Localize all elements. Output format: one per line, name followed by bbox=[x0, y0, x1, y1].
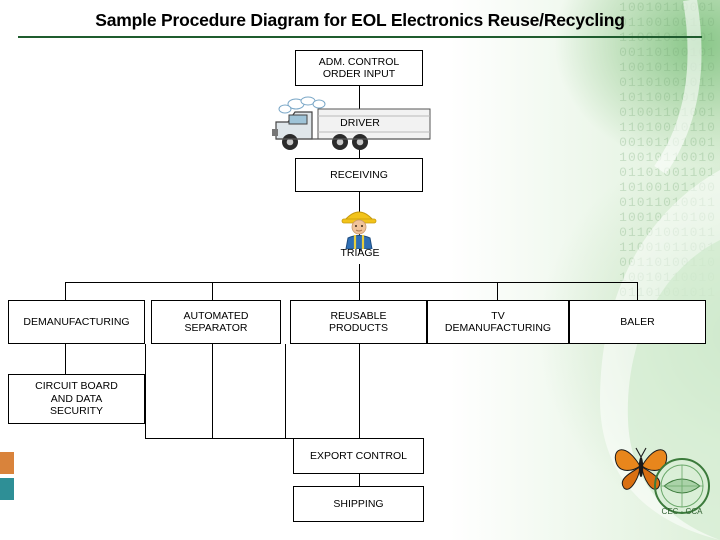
node-baler[interactable]: BALER bbox=[569, 300, 706, 344]
teal-square-decoration bbox=[0, 478, 14, 500]
page-title: Sample Procedure Diagram for EOL Electro… bbox=[95, 10, 625, 30]
connector-demanufacturing-circuitboard bbox=[65, 344, 66, 374]
connector-reusable-export bbox=[285, 344, 286, 438]
node-receiving[interactable]: RECEIVING bbox=[295, 158, 423, 192]
binary-code-decoration: 10010110001 01100100110 11001011001 0011… bbox=[619, 0, 716, 300]
connector-bus-export bbox=[359, 344, 360, 438]
node-triage[interactable]: TRIAGE bbox=[340, 246, 380, 259]
node-export-control[interactable]: EXPORT CONTROL bbox=[293, 438, 424, 474]
connector-bus-reusable bbox=[359, 282, 360, 300]
node-demanufacturing[interactable]: DEMANUFACTURING bbox=[8, 300, 145, 344]
orange-square-decoration bbox=[0, 452, 14, 474]
title-divider bbox=[18, 36, 702, 38]
connector-separator-export bbox=[212, 344, 213, 438]
node-automated-separator[interactable]: AUTOMATED SEPARATOR bbox=[151, 300, 281, 344]
connector-bus-demanufacturing bbox=[65, 282, 66, 300]
node-adm-control[interactable]: ADM. CONTROL ORDER INPUT bbox=[295, 50, 423, 86]
node-tv-demanufacturing[interactable]: TV DEMANUFACTURING bbox=[427, 300, 569, 344]
cec-cca-logo: CEC · CCA bbox=[654, 458, 710, 516]
connector-triage-bus bbox=[359, 264, 360, 282]
connector-bus-horizontal bbox=[65, 282, 637, 283]
connector-adm-driver bbox=[359, 86, 360, 110]
connector-bus-baler bbox=[637, 282, 638, 300]
node-driver[interactable]: DRIVER bbox=[340, 116, 380, 129]
worker-illustration bbox=[341, 211, 377, 249]
svg-text:CEC · CCA: CEC · CCA bbox=[662, 507, 704, 516]
delivery-truck-illustration bbox=[272, 96, 431, 150]
connector-bus-separator bbox=[212, 282, 213, 300]
node-reusable-products[interactable]: REUSABLE PRODUCTS bbox=[290, 300, 427, 344]
connector-lower-bus bbox=[145, 438, 360, 439]
connector-bus-tv bbox=[497, 282, 498, 300]
connector-separator-lower bbox=[145, 344, 146, 438]
connector-export-shipping bbox=[359, 474, 360, 486]
node-shipping[interactable]: SHIPPING bbox=[293, 486, 424, 522]
node-circuit-board-security[interactable]: CIRCUIT BOARD AND DATA SECURITY bbox=[8, 374, 145, 424]
